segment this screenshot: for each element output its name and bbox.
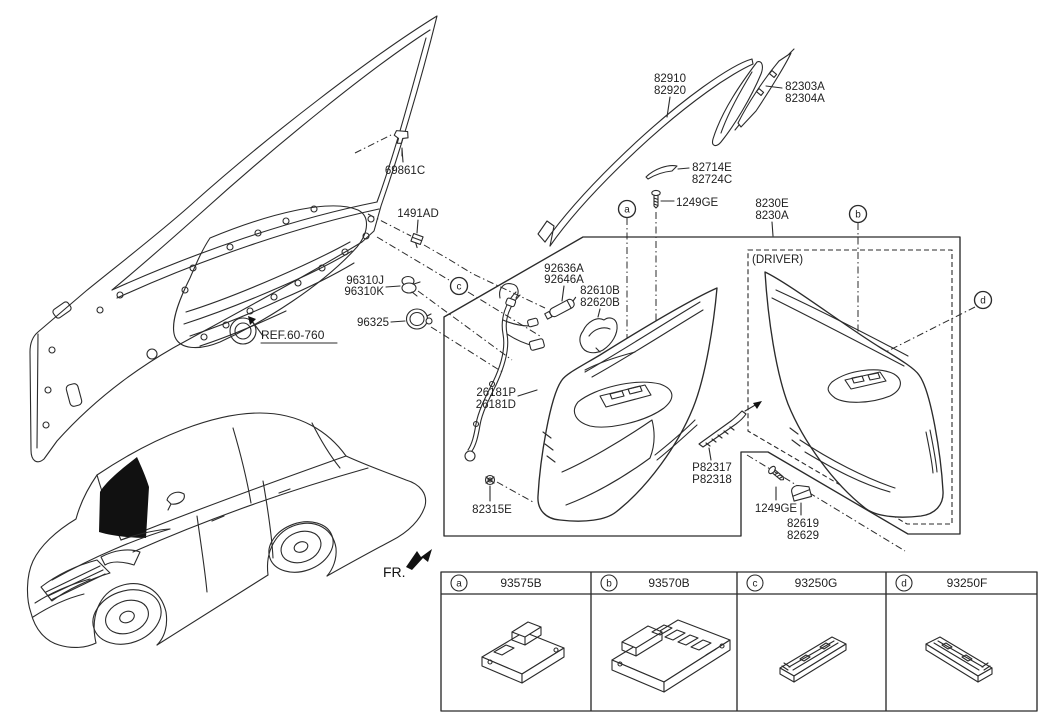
label-96325: 96325 (357, 317, 389, 329)
label-1249GE-bottom: 1249GE (755, 503, 798, 515)
table-callout-c: c (753, 579, 758, 590)
label-82910: 82910 (654, 73, 686, 85)
courtesy-lamp-d-icon (925, 636, 993, 683)
table-callout-a: a (456, 579, 462, 590)
table-part-93570B: 93570B (648, 576, 689, 590)
clip-69861C-icon (393, 130, 409, 144)
main-assembly-box (443, 236, 961, 537)
nut-82315E-icon (484, 474, 496, 486)
table-callout-b: b (606, 579, 612, 590)
callout-c: c (449, 276, 469, 296)
callout-d-letter: d (980, 296, 986, 307)
label-26181P: 26181P (476, 387, 516, 399)
table-cell-a-header: a 93575B (450, 574, 542, 592)
label-82619: 82619 (787, 518, 819, 530)
car-illustration (26, 412, 427, 648)
window-switch-master-icon (611, 619, 731, 693)
wedge-garnish-icon (645, 165, 678, 180)
door-fastener-holes (42, 205, 375, 429)
table-cell-d-header: d 93250F (895, 574, 988, 592)
label-26181D: 26181D (476, 399, 516, 411)
label-driver: (DRIVER) (752, 254, 803, 266)
callout-a-letter: a (624, 205, 630, 216)
label-P82318: P82318 (692, 474, 732, 486)
label-92646A: 92646A (544, 274, 584, 286)
label-82714E: 82714E (692, 162, 732, 174)
callout-b: b (848, 204, 868, 224)
label-fr: FR. (383, 564, 406, 580)
table-part-93250F: 93250F (947, 576, 988, 590)
table-cell-b-header: b 93570B (600, 574, 690, 592)
front-direction-arrow-icon (406, 549, 432, 570)
pillar-garnish-illustration (734, 48, 795, 131)
door-frame-illustration (29, 15, 438, 463)
label-8230E: 8230E (755, 198, 789, 210)
label-96310K: 96310K (344, 286, 384, 298)
label-82303A: 82303A (785, 81, 825, 93)
table-cell-c-header: c 93250G (746, 574, 838, 592)
front-door-window-highlight (99, 457, 149, 538)
label-82620B: 82620B (580, 297, 620, 309)
window-molding-illustration (537, 58, 763, 247)
part-labels: 82910 82920 82303A 82304A 69861C 82714E … (261, 73, 825, 580)
label-69861C: 69861C (385, 165, 425, 177)
clip-1491AD-icon (410, 232, 424, 249)
leader-lines (248, 85, 802, 516)
callout-c-letter: c (457, 282, 462, 293)
table-callout-d: d (901, 579, 907, 590)
label-82724C: 82724C (692, 174, 732, 186)
window-switch-sub-icon (481, 621, 565, 684)
strip-P82317-icon (698, 401, 762, 448)
screw-1249GE-top-icon (651, 189, 661, 209)
label-ref-60-760: REF.60-760 (261, 328, 325, 342)
passenger-trim-panel-illustration (537, 287, 718, 522)
handle-82610B-icon (579, 317, 618, 354)
courtesy-lamp-c-icon (779, 636, 847, 683)
label-82629: 82629 (787, 530, 819, 542)
callout-a: a (617, 199, 637, 219)
label-82920: 82920 (654, 85, 686, 97)
label-82610B: 82610B (580, 285, 620, 297)
label-8230A: 8230A (755, 210, 789, 222)
parts-table: a 93575B b 93570B c 93250G d 93250F (440, 571, 1038, 712)
table-part-93575B: 93575B (500, 576, 541, 590)
clip-96310-icon (401, 275, 421, 297)
callout-d: d (973, 290, 993, 310)
label-82315E: 82315E (472, 504, 512, 516)
grommet-96325-icon (405, 308, 433, 330)
label-1249GE-top: 1249GE (676, 197, 719, 209)
label-96310J: 96310J (346, 275, 384, 287)
label-82304A: 82304A (785, 93, 825, 105)
label-P82317: P82317 (692, 462, 732, 474)
label-92636A: 92636A (544, 263, 584, 275)
table-part-93250G: 93250G (795, 576, 838, 590)
driver-trim-panel-illustration (764, 271, 944, 518)
driver-variant-box (747, 249, 953, 525)
lamp-92636A-icon (544, 296, 577, 320)
callout-b-letter: b (855, 210, 861, 221)
label-1491AD: 1491AD (397, 208, 439, 220)
wiring-harness-illustration (464, 283, 545, 462)
screw-1249GE-bottom-icon (766, 464, 787, 484)
clip-82619-icon (791, 484, 813, 502)
